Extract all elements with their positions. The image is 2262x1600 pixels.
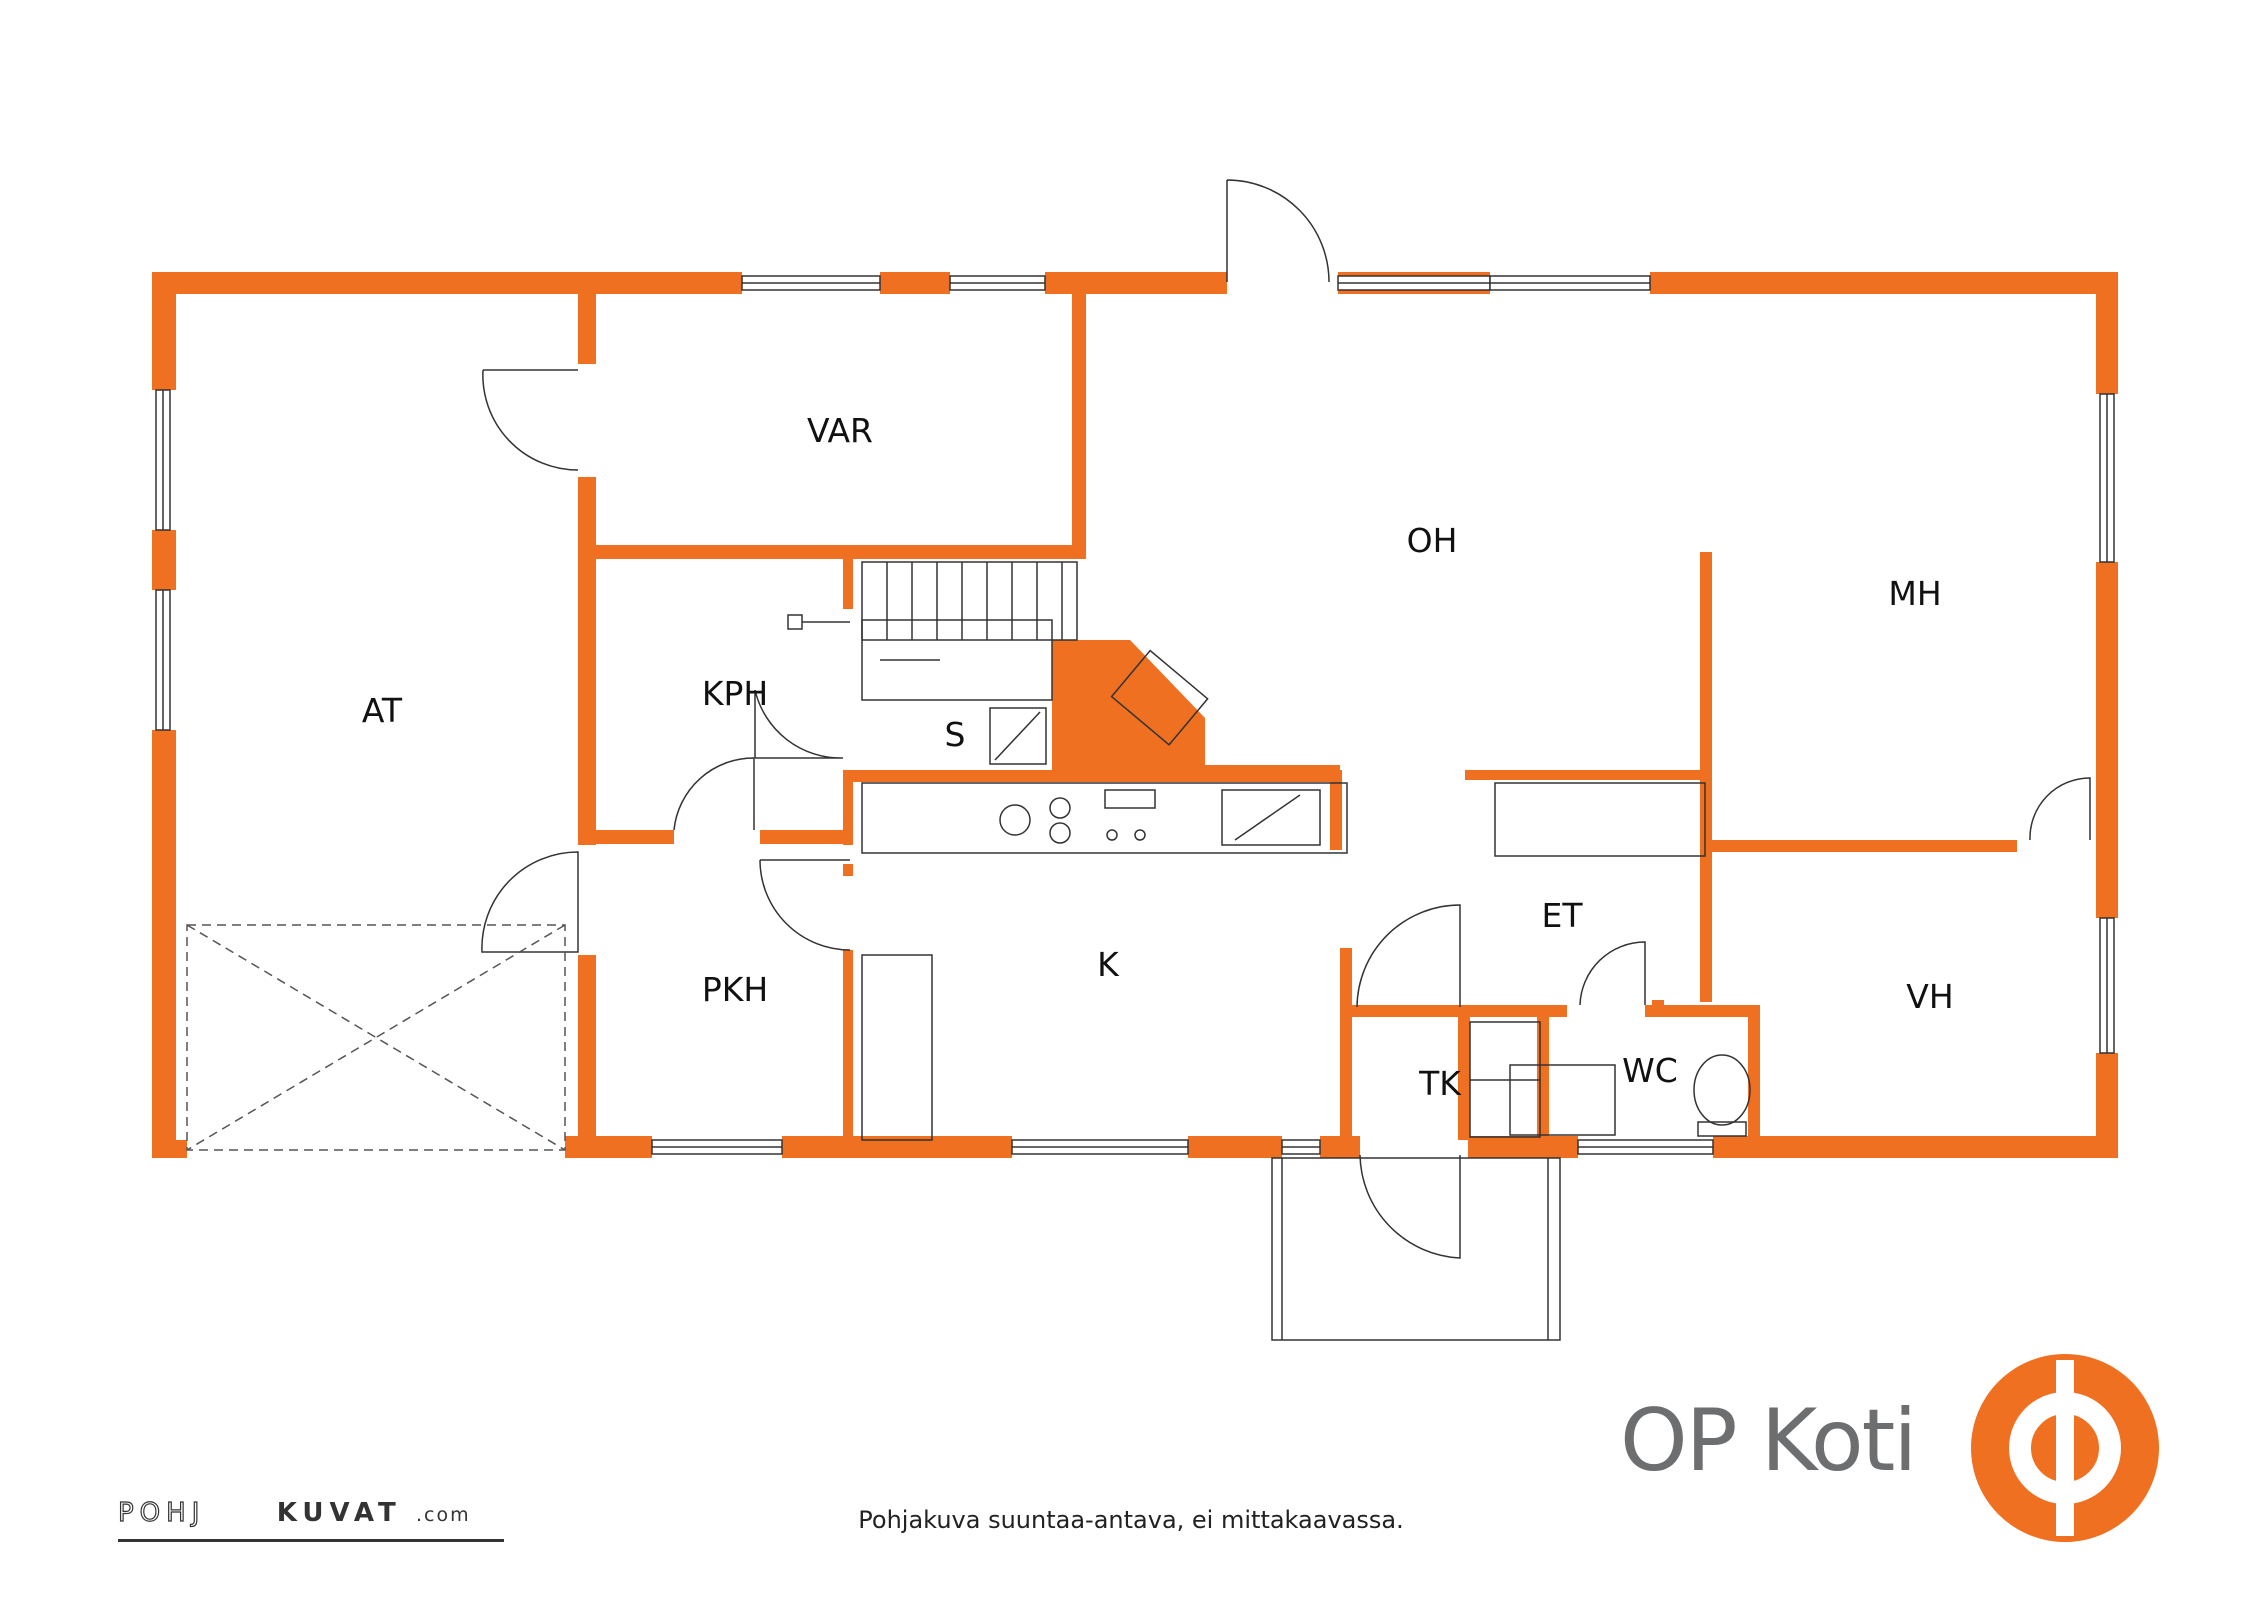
- watermark-suffix: .com: [415, 1504, 471, 1526]
- stairs-and-fixtures: [787, 561, 1751, 1141]
- room-label-var: VAR: [807, 411, 873, 450]
- room-label-vh: VH: [1906, 977, 1953, 1016]
- watermark-underline: [118, 1539, 504, 1542]
- carport-outline: [186, 924, 566, 1151]
- room-label-at: AT: [362, 691, 403, 730]
- interior-walls: [578, 294, 2017, 1145]
- room-label-mh: MH: [1888, 574, 1941, 613]
- room-label-kph: KPH: [702, 674, 768, 713]
- disclaimer-text: Pohjakuva suuntaa-antava, ei mittakaavas…: [858, 1506, 1404, 1534]
- watermark-part1: POHJ: [117, 1497, 206, 1528]
- brand-name: OP Koti: [1620, 1391, 1917, 1491]
- windows: [155, 275, 2115, 1155]
- room-label-oh: OH: [1407, 521, 1458, 560]
- watermark: POHJ KUVAT .com: [117, 1497, 471, 1528]
- room-label-wc: WC: [1622, 1051, 1678, 1090]
- doors: [481, 179, 2091, 1259]
- room-label-tk: TK: [1418, 1064, 1462, 1103]
- room-label-s: S: [945, 715, 966, 754]
- room-label-k: K: [1097, 945, 1120, 984]
- watermark-part2: KUVAT: [276, 1498, 402, 1528]
- room-label-pkh: PKH: [702, 970, 768, 1009]
- room-label-et: ET: [1541, 896, 1583, 935]
- room-labels: AT VAR OH MH KPH S PKH K ET VH TK WC: [362, 411, 1954, 1103]
- terrace: [1271, 1157, 1561, 1341]
- op-logo: [1971, 1354, 2159, 1542]
